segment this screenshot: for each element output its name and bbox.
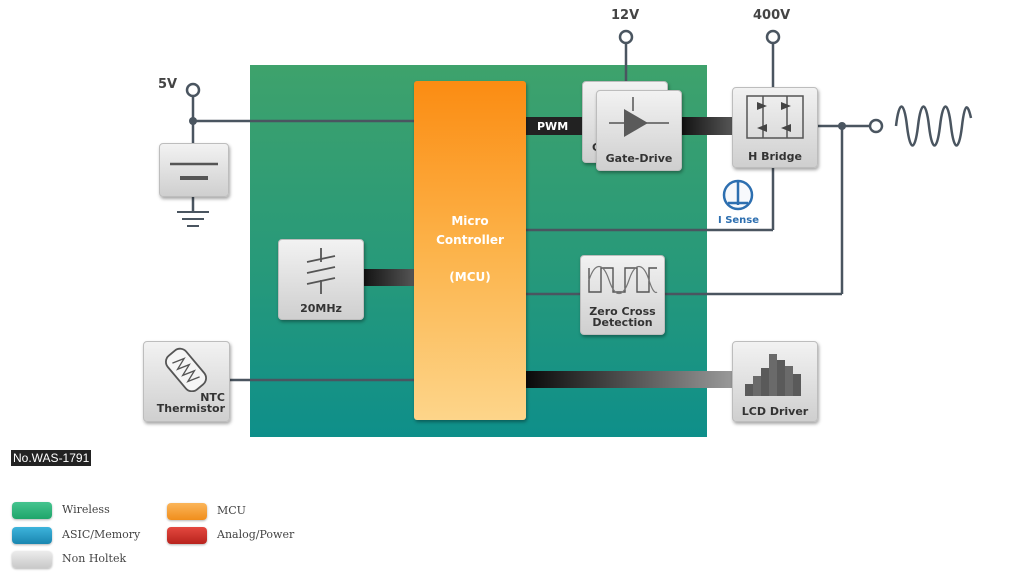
zero-cross-label-line1: Zero Cross xyxy=(589,305,656,318)
lcd-bus xyxy=(526,371,733,388)
ground-symbol xyxy=(177,211,209,227)
gate-bridge-bus xyxy=(681,117,732,135)
pwm-bus xyxy=(526,117,584,135)
mcu-block: Micro Controller (MCU) xyxy=(414,81,526,420)
zero-cross-label-line2: Detection xyxy=(592,316,653,329)
thermistor-icon xyxy=(165,347,207,392)
lcd-driver-label: LCD Driver xyxy=(741,405,809,418)
legend-label-wireless: Wireless xyxy=(62,503,110,516)
legend-label-asic: ASIC/Memory xyxy=(62,528,141,541)
mcu-label-line3: (MCU) xyxy=(449,270,491,284)
ntc-label-line1: NTC xyxy=(200,391,225,404)
legend-swatch-non-holtek xyxy=(12,551,52,568)
gate-drive-block: Gate-Drive xyxy=(596,90,682,171)
legend-label-non-holtek: Non Holtek xyxy=(62,552,127,565)
i-sense-label: I Sense xyxy=(718,215,760,226)
pwm-label: PWM xyxy=(537,120,569,133)
crystal-label: 20MHz xyxy=(300,302,342,315)
legend-swatch-asic xyxy=(12,527,52,544)
terminal-12v xyxy=(618,29,634,45)
ntc-thermistor-block: NTC Thermistor xyxy=(143,341,230,422)
battery-icon xyxy=(170,162,218,180)
terminal-400v xyxy=(765,29,781,45)
legend-label-mcu: MCU xyxy=(217,504,246,517)
crystal-bus xyxy=(362,269,414,286)
h-bridge-label: H Bridge xyxy=(748,150,802,163)
wire-output xyxy=(526,122,870,296)
voltage-5v-label: 5V xyxy=(158,77,178,92)
battery-block xyxy=(159,143,229,197)
gate-drive-label: Gate-Drive xyxy=(605,152,673,165)
current-sense-icon xyxy=(722,179,754,211)
voltage-12v-label: 12V xyxy=(611,8,640,23)
legend-swatch-wireless xyxy=(12,502,52,519)
wire-i-sense xyxy=(526,166,775,232)
amplifier-icon xyxy=(609,97,669,137)
document-number: No.WAS-1791 xyxy=(11,450,92,466)
bar-graph-icon xyxy=(745,354,801,396)
crystal-icon xyxy=(306,248,336,294)
terminal-output xyxy=(868,118,884,134)
legend-label-analog-power: Analog/Power xyxy=(217,528,295,541)
ntc-label-line2: Thermistor xyxy=(156,402,225,415)
zero-cross-block: Zero Cross Detection xyxy=(580,255,665,335)
h-bridge-block: H Bridge xyxy=(732,87,818,168)
mcu-label-line2: Controller xyxy=(436,233,504,247)
legend-swatch-mcu xyxy=(167,503,207,520)
crystal-block: 20MHz xyxy=(278,239,364,320)
legend-swatch-analog-power xyxy=(167,527,207,544)
sine-wave-icon xyxy=(894,105,973,147)
voltage-400v-label: 400V xyxy=(753,8,791,23)
wire-5v xyxy=(189,96,414,212)
zero-cross-waveform-icon xyxy=(588,265,658,295)
terminal-5v xyxy=(185,82,201,98)
lcd-driver-block: LCD Driver xyxy=(732,341,818,422)
mcu-label-line1: Micro xyxy=(451,214,489,228)
h-bridge-icon xyxy=(746,95,804,139)
